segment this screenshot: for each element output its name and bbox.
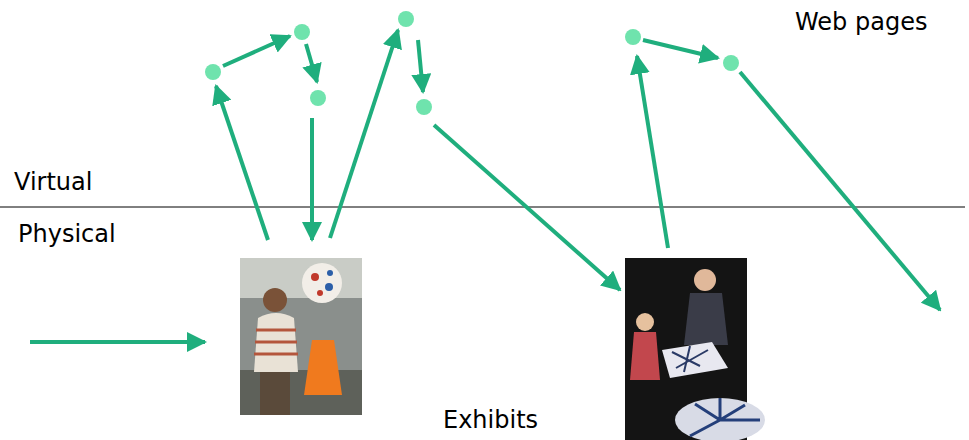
web-page-dot: [310, 90, 326, 106]
section-label: Exhibits: [443, 406, 538, 435]
section-label: Physical: [18, 220, 116, 249]
section-label: Virtual: [14, 168, 92, 197]
path-arrow: [30, 340, 205, 344]
exhibit-photo: [625, 258, 765, 440]
web-page-dot: [723, 55, 739, 71]
path-arrow: [306, 44, 317, 82]
section-label: Web pages: [795, 8, 927, 37]
path-arrow: [637, 56, 668, 248]
path-arrow: [223, 36, 290, 66]
web-page-dot: [205, 64, 221, 80]
path-arrow: [643, 40, 718, 58]
path-arrow: [310, 118, 314, 240]
web-page-dot: [398, 11, 414, 27]
web-page-dot: [416, 99, 432, 115]
exhibit-photo: [240, 258, 362, 415]
path-arrows: [30, 30, 940, 342]
divider-line: [0, 207, 965, 208]
path-arrow: [216, 86, 268, 240]
web-page-dot: [625, 29, 641, 45]
web-page-dot: [294, 24, 310, 40]
web-page-dots: [205, 11, 739, 115]
path-arrow: [330, 30, 398, 238]
path-arrow: [740, 72, 940, 310]
path-arrow: [434, 125, 620, 290]
path-arrow: [418, 40, 423, 92]
